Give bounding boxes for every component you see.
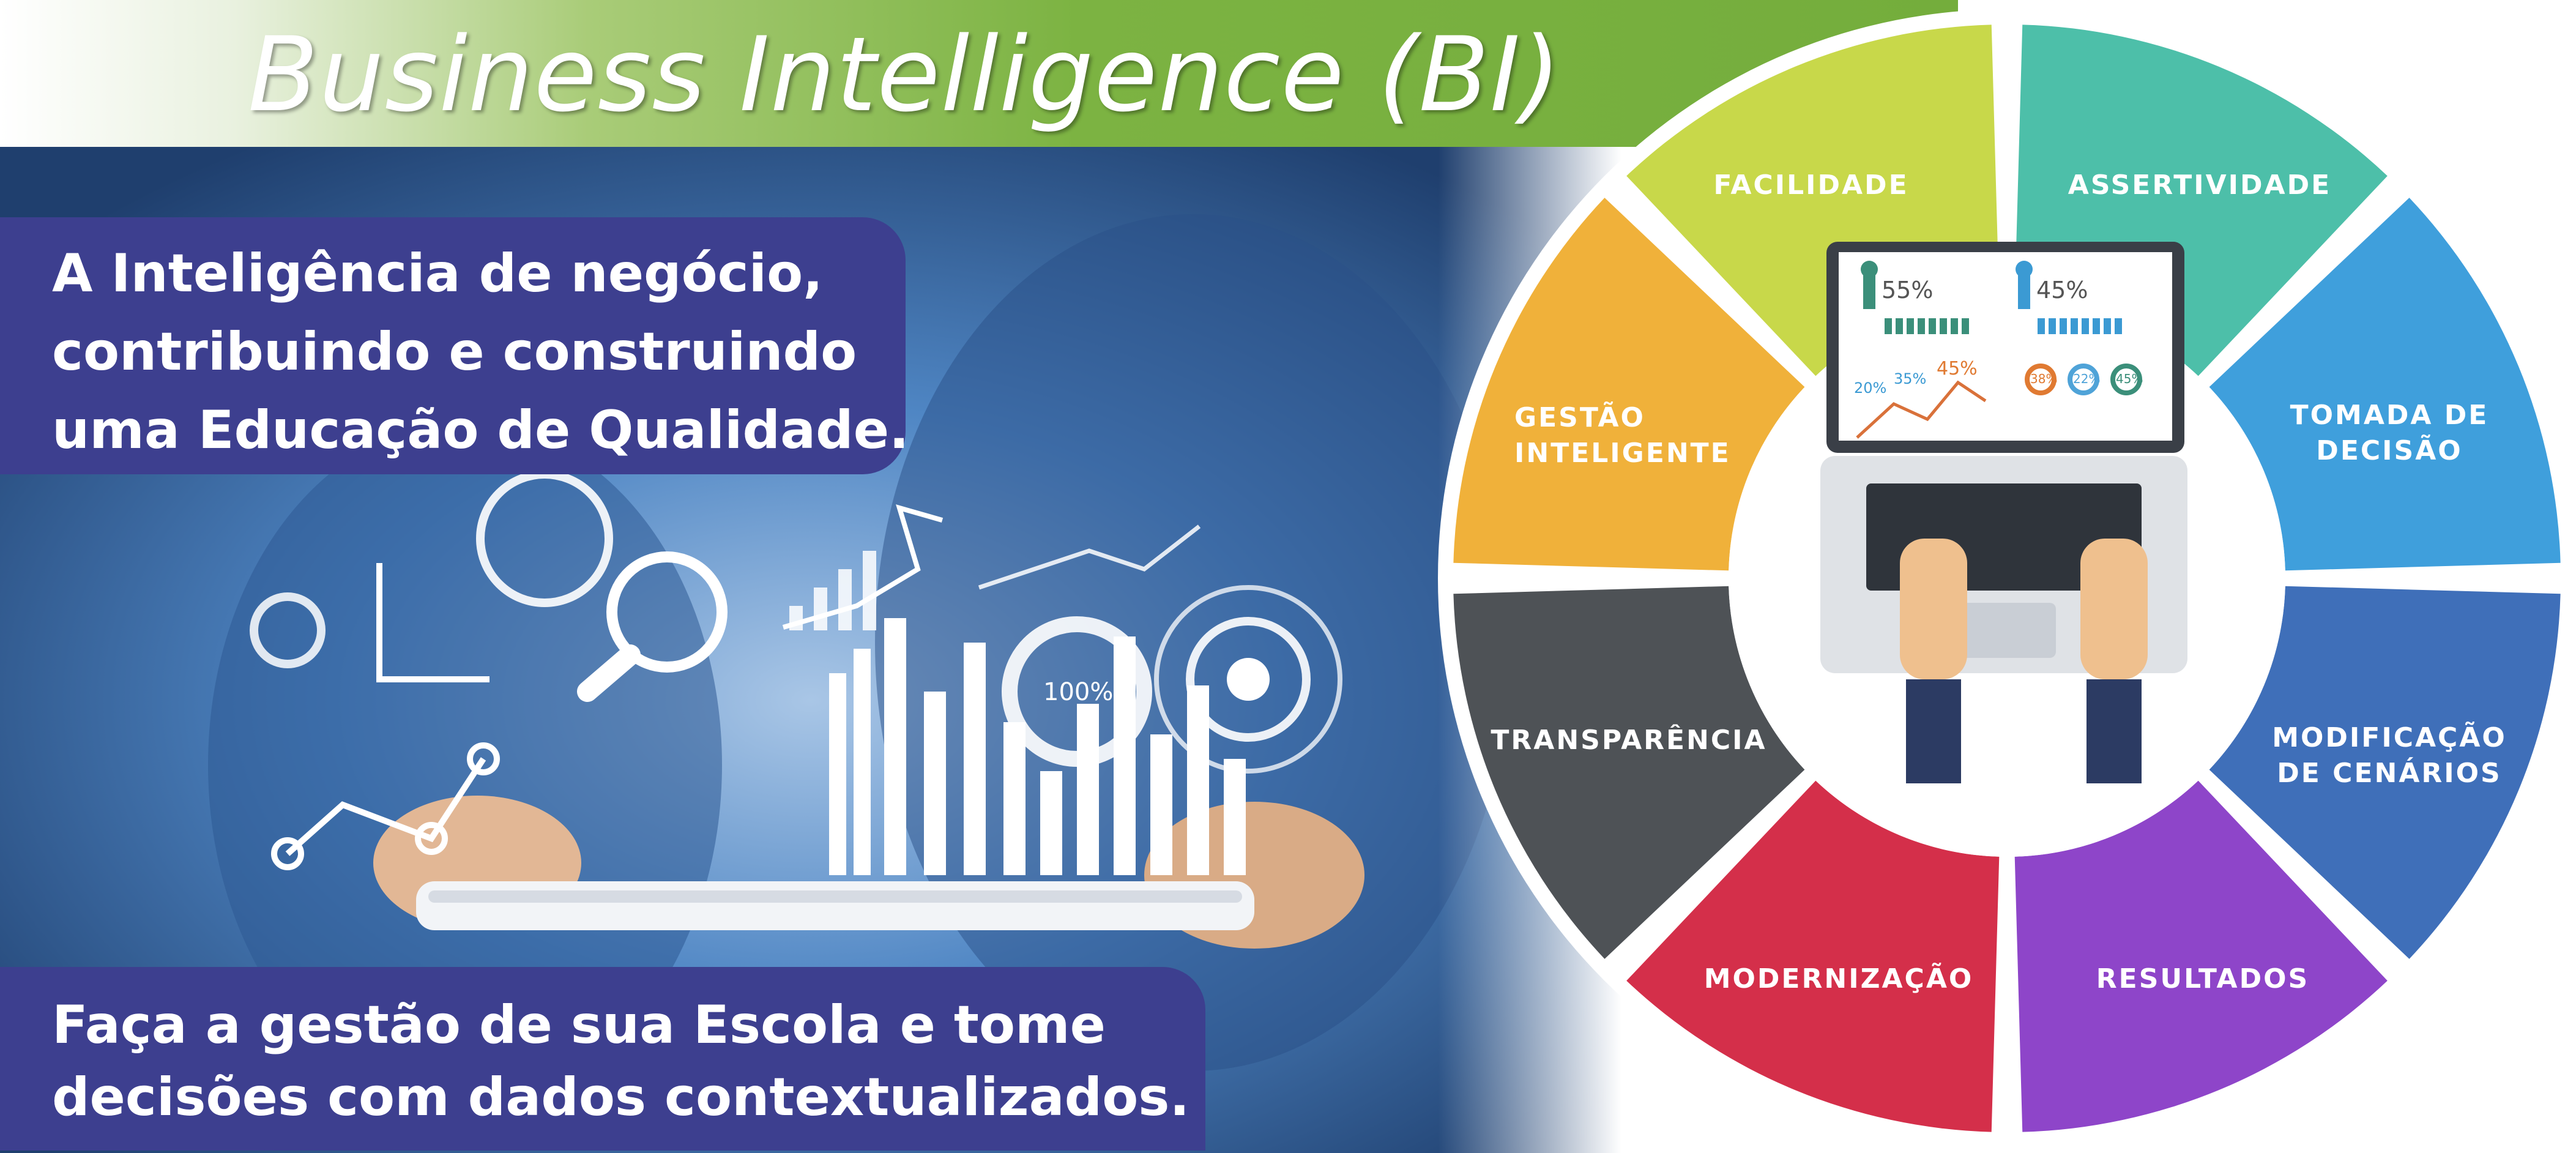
- wheel-segment-gestao-inteligente: [1453, 586, 1805, 959]
- line-label-2: 35%: [1894, 370, 1927, 387]
- hologram-bars: [789, 551, 1246, 875]
- donut-1: [2025, 364, 2057, 395]
- wheel-segment-facilidade: [1453, 198, 1805, 571]
- wheel-segment-resultados: [2209, 586, 2561, 959]
- dot-line-chart: [978, 524, 1201, 590]
- donut-3: [2110, 364, 2142, 395]
- segment-label-assertividade: ASSERTIVIDADE: [2068, 170, 2332, 201]
- tablet-readout: 100%: [1043, 678, 1114, 706]
- hologram-graphics: [250, 470, 1342, 870]
- wheel-segment-modernizacao: [2014, 780, 2388, 1132]
- magnifier-handle: [577, 644, 641, 702]
- laptop-right-hand: [2080, 539, 2148, 679]
- line-label-1: 20%: [1854, 379, 1887, 397]
- donut-label-1: 38%: [2030, 371, 2058, 386]
- ring-icon-left: [250, 592, 326, 668]
- tablet: [416, 881, 1254, 930]
- line-label-3: 45%: [1937, 358, 1978, 379]
- touchpad: [1946, 603, 2056, 658]
- target-dial: [1154, 585, 1342, 774]
- callout-top-line-1: A Inteligência de negócio,: [52, 243, 823, 304]
- stat-people-right: 45%: [2036, 277, 2088, 304]
- wheel-segment-modificacao-de-cenarios: [2209, 198, 2561, 571]
- segment-label-transparencia: TRANSPARÊNCIA: [1491, 725, 1767, 756]
- screen-line-chart: [1856, 380, 1987, 439]
- person-icon-left: [1863, 275, 1875, 309]
- laptop-left-hand: [1900, 539, 1967, 679]
- callout-top-line-3: uma Educação de Qualidade.: [52, 400, 909, 461]
- trend-arrow: [782, 504, 944, 630]
- donut-label-3: 45%: [2116, 371, 2143, 386]
- laptop-screen: [1839, 252, 2172, 441]
- magnifier-icon: [606, 551, 728, 673]
- network-line: [285, 757, 486, 856]
- callout-bottom-line-2: decisões com dados contextualizados.: [52, 1067, 1190, 1128]
- segment-label-tomada-de-decisao: TOMADA DE DECISÃO: [2290, 400, 2489, 466]
- laptop-illustration: [1820, 242, 2187, 783]
- callout-bottom-line-1: Faça a gestão de sua Escola e tome: [52, 994, 1106, 1056]
- segment-label-resultados: RESULTADOS: [2096, 963, 2310, 994]
- callout-top: A Inteligência de negócio, contribuindo …: [0, 217, 909, 474]
- segment-label-gestao-inteligente: GESTÃO INTELIGENTE: [1514, 402, 1731, 469]
- donut-2: [2068, 364, 2099, 395]
- segment-label-facilidade: FACILIDADE: [1713, 170, 1909, 201]
- callout-top-line-2: contribuindo e construindo: [52, 321, 857, 382]
- callout-bottom: Faça a gestão de sua Escola e tome decis…: [0, 967, 1205, 1151]
- segment-label-modificacao-de-cenarios: MODIFICAÇÃO DE CENÁRIOS: [2272, 722, 2507, 789]
- person-icon-right: [2018, 275, 2030, 309]
- left-sleeve: [1906, 679, 1961, 783]
- ring-icon-top: [476, 470, 613, 607]
- right-sleeve: [2086, 679, 2142, 783]
- wheel-segment-transparencia: [1626, 780, 2000, 1132]
- title-bar: [0, 0, 1958, 147]
- page-title: Business Intelligence (BI): [248, 15, 1562, 135]
- axes-icon: [376, 563, 490, 682]
- donut-label-2: 22%: [2073, 371, 2101, 386]
- stat-people-left: 55%: [1882, 277, 1934, 304]
- segment-label-modernizacao: MODERNIZAÇÃO: [1703, 963, 1974, 994]
